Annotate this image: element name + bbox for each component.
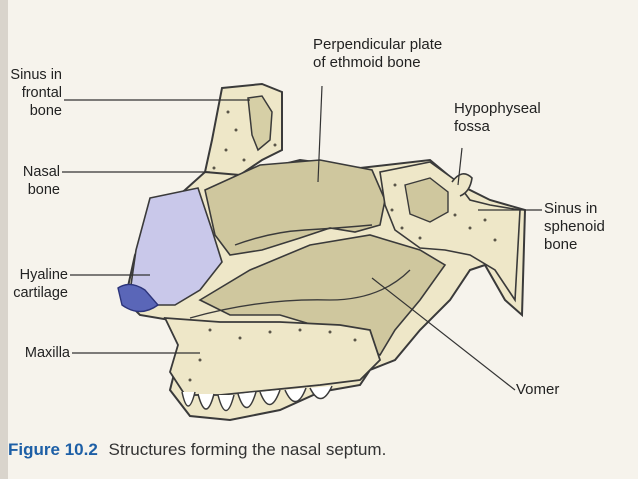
page-edge [0, 0, 8, 479]
bone-stipple [188, 110, 497, 382]
label-sinus-frontal: Sinus in frontal bone [10, 66, 62, 120]
figure-caption: Figure 10.2 Structures forming the nasal… [8, 440, 386, 460]
label-line: Nasal [22, 164, 60, 180]
hypophyseal-fossa [451, 173, 473, 197]
label-line: Hyaline [19, 267, 68, 283]
label-hyaline-cartilage: Hyaline cartilage [8, 266, 68, 302]
leader-lines [62, 85, 542, 391]
label-maxilla: Maxilla [24, 345, 70, 361]
label-line: bone [29, 103, 62, 119]
label-line: Sinus in [544, 200, 598, 217]
label-perpendicular-plate: Perpendicular plate of ethmoid bone [313, 36, 442, 72]
caption-figure-number: 10.2 [64, 440, 98, 459]
label-sinus-sphenoid: Sinus in sphenoid bone [544, 200, 605, 254]
perpendicular-plate [204, 159, 386, 256]
label-vomer: Vomer [516, 381, 560, 398]
label-line: sphenoid [544, 218, 605, 235]
label-line: Hypophyseal [454, 100, 541, 117]
sphenoid-sinus [404, 177, 449, 223]
teeth [181, 385, 333, 412]
caption-figure-word: Figure [8, 440, 60, 459]
maxilla [163, 316, 382, 396]
label-line: bone [544, 236, 578, 253]
label-line: fossa [454, 118, 490, 135]
caption-text: Structures forming the nasal septum. [108, 440, 387, 459]
label-line: frontal [21, 85, 62, 101]
cartilage-tip [117, 283, 160, 313]
hyaline-cartilage [129, 187, 223, 306]
frontal-sinus [247, 95, 273, 152]
label-line: bone [27, 182, 60, 198]
label-line: cartilage [13, 285, 68, 301]
label-line: Perpendicular plate [313, 36, 443, 53]
label-line: of ethmoid bone [313, 54, 421, 71]
label-hypophyseal-fossa: Hypophyseal fossa [454, 100, 541, 136]
vomer [198, 234, 447, 357]
label-line: Sinus in [10, 67, 62, 83]
label-nasal-bone: Nasal bone [10, 163, 60, 199]
